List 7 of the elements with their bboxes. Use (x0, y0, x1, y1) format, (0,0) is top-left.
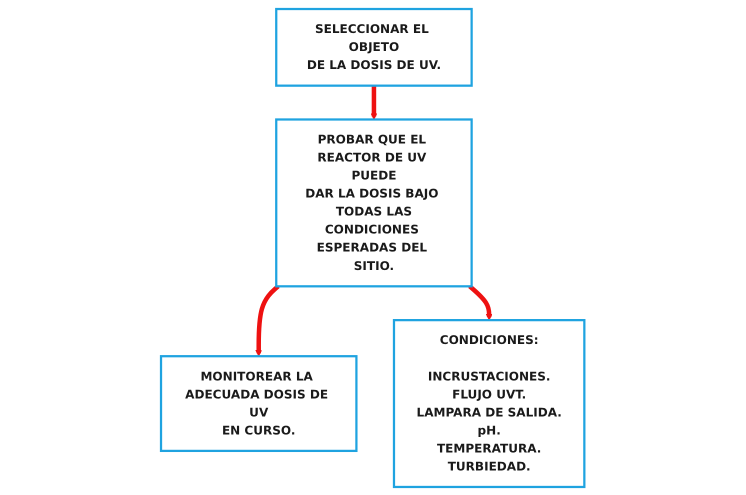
arrow (370, 85, 378, 120)
arrow (256, 284, 280, 356)
node-box: SELECCIONAR EL OBJETO DE LA DOSIS DE UV. (275, 7, 474, 86)
node-box: MONITOREAR LA ADECUADA DOSIS DE UV EN CURSO. (160, 354, 358, 452)
node-box: PROBAR QUE EL REACTOR DE UV PUEDE DAR LA DOSIS BAJO TODAS LAS CONDICIONES ESPERADAS DEL SITIO. (275, 118, 474, 287)
node-box: CONDICIONES: INCRUSTACIONES. FLUJO UVT. LAMPARA DE SALIDA. pH. TEMPERATURA. TURBIEDAD. (393, 318, 586, 488)
arrow (468, 284, 493, 320)
